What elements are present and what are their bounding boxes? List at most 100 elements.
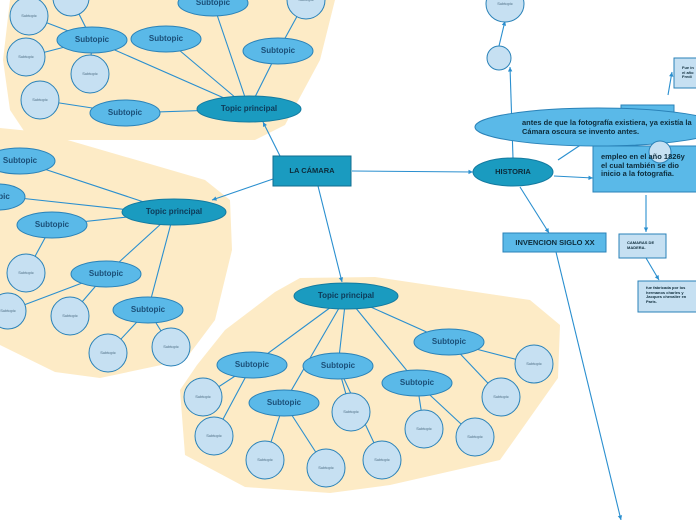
subsubtopic-node[interactable] bbox=[70, 54, 110, 94]
history-detail-box[interactable] bbox=[592, 145, 696, 193]
subsubtopic-node[interactable] bbox=[245, 440, 285, 480]
subsubtopic-label: Subtopic bbox=[467, 434, 483, 439]
right-note-text: Fue in el año Fredi bbox=[682, 66, 694, 80]
subtopic-label: Subtopic bbox=[432, 337, 467, 346]
subsubtopic-node[interactable] bbox=[183, 377, 223, 417]
subtopic-label: pic bbox=[0, 192, 10, 201]
subtopic-label: Subtopic bbox=[321, 361, 356, 370]
subtopic-node[interactable] bbox=[177, 0, 249, 17]
subsubtopic-label: Subtopic bbox=[62, 313, 78, 318]
connector-line bbox=[147, 211, 175, 311]
historia-label: HISTORIA bbox=[495, 167, 531, 176]
connector-arrowhead bbox=[643, 227, 649, 232]
subtopic-node[interactable] bbox=[56, 26, 128, 54]
topic-label: Topic principal bbox=[146, 207, 202, 216]
subtopic-node[interactable] bbox=[0, 147, 56, 175]
subsubtopic-node[interactable] bbox=[6, 37, 46, 77]
subsubtopic-node[interactable] bbox=[194, 416, 234, 456]
empty-node[interactable] bbox=[486, 45, 512, 71]
subsubtopic-node[interactable] bbox=[6, 253, 46, 293]
subsubtopic-node[interactable] bbox=[9, 0, 49, 36]
subsubtopic-label: Subtopic bbox=[416, 426, 432, 431]
subsubtopic-label: Subtopic bbox=[82, 71, 98, 76]
subsubtopic-label: Subtopic bbox=[343, 409, 359, 414]
connector-line bbox=[317, 185, 343, 283]
camaras-madera-text: CAMARAS DE MADERA. bbox=[627, 240, 655, 250]
subsubtopic-node[interactable] bbox=[485, 0, 525, 23]
connector-arrowhead bbox=[654, 275, 659, 280]
right-note-box[interactable] bbox=[673, 57, 696, 89]
subtopic-label: Subtopic bbox=[108, 108, 143, 117]
historia-node[interactable] bbox=[472, 157, 554, 187]
subsubtopic-node[interactable] bbox=[481, 377, 521, 417]
subtopic-node[interactable] bbox=[216, 351, 288, 379]
subsubtopic-label: Subtopic bbox=[374, 457, 390, 462]
subtopic-node[interactable] bbox=[242, 37, 314, 65]
subsubtopic-node[interactable] bbox=[50, 296, 90, 336]
subsubtopic-node[interactable] bbox=[151, 327, 191, 367]
subtopic-node[interactable] bbox=[130, 25, 202, 53]
subtopic-node[interactable] bbox=[70, 260, 142, 288]
subsubtopic-node[interactable] bbox=[306, 448, 346, 488]
subsubtopic-label: Subtopic bbox=[257, 457, 273, 462]
subtopic-node[interactable] bbox=[381, 369, 453, 397]
empty-node[interactable] bbox=[648, 140, 672, 164]
connector-line bbox=[211, 178, 274, 201]
subsubtopic-node[interactable] bbox=[286, 0, 326, 20]
subtopic-label: Subtopic bbox=[131, 305, 166, 314]
subsubtopic-node[interactable] bbox=[20, 80, 60, 120]
topic-node[interactable] bbox=[121, 198, 227, 226]
connector-line bbox=[262, 121, 281, 157]
subtopic-label: Subtopic bbox=[261, 46, 296, 55]
subtopic-node[interactable] bbox=[248, 389, 320, 417]
subsubtopic-label: Subtopic bbox=[526, 361, 542, 366]
subsubtopic-node[interactable] bbox=[514, 344, 554, 384]
oval-history-text: antes de que la fotografía existiera, ya… bbox=[522, 118, 692, 136]
subtopic-node[interactable] bbox=[0, 183, 26, 211]
invencion-node[interactable] bbox=[502, 232, 607, 253]
connector-line bbox=[553, 175, 594, 179]
subtopic-label: Subtopic bbox=[75, 35, 110, 44]
subtopic-node[interactable] bbox=[413, 328, 485, 356]
subsubtopic-node[interactable] bbox=[0, 292, 27, 330]
subsubtopic-label: Subtopic bbox=[195, 394, 211, 399]
subsubtopic-label: Subtopic bbox=[497, 1, 513, 6]
subtopic-label: Subtopic bbox=[235, 360, 270, 369]
subsubtopic-label: Subtopic bbox=[18, 270, 34, 275]
connector-arrowhead bbox=[588, 175, 593, 180]
subsubtopic-node[interactable] bbox=[455, 417, 495, 457]
history-box-text: empleo en el año 1826y el cual también s… bbox=[601, 152, 685, 179]
subsubtopic-label: Subtopic bbox=[298, 0, 314, 2]
subtopic-node[interactable] bbox=[302, 352, 374, 380]
central-label: LA CÁMARA bbox=[289, 166, 335, 175]
subtopic-label: Subtopic bbox=[196, 0, 231, 7]
subsubtopic-node[interactable] bbox=[404, 409, 444, 449]
subtopic-label: Subtopic bbox=[149, 34, 184, 43]
topic-node[interactable] bbox=[293, 282, 399, 310]
subtopic-node[interactable] bbox=[89, 99, 161, 127]
subsubtopic-label: Subtopic bbox=[318, 465, 334, 470]
subtopic-node[interactable] bbox=[16, 211, 88, 239]
camaras-madera-box[interactable] bbox=[618, 233, 667, 259]
subtopic-label: Subtopic bbox=[89, 269, 124, 278]
connector-line bbox=[351, 170, 474, 173]
subsubtopic-node[interactable] bbox=[52, 0, 90, 17]
subtopic-node[interactable] bbox=[112, 296, 184, 324]
hermanos-chevalier-text: fue fabricada por los hermanos charles y… bbox=[646, 285, 687, 304]
connector-arrowhead bbox=[544, 228, 549, 233]
subsubtopic-label: Subtopic bbox=[493, 394, 509, 399]
invencion-label: INVENCION SIGLO XX bbox=[515, 238, 594, 247]
connector-line bbox=[345, 295, 418, 384]
subsubtopic-label: Subtopic bbox=[163, 344, 179, 349]
subsubtopic-node[interactable] bbox=[362, 440, 402, 480]
subsubtopic-node[interactable] bbox=[331, 392, 371, 432]
subsubtopic-label: Subtopic bbox=[206, 433, 222, 438]
topic-label: Topic principal bbox=[318, 291, 374, 300]
topic-node[interactable] bbox=[196, 95, 302, 123]
subsubtopic-node[interactable] bbox=[88, 333, 128, 373]
hermanos-chevalier-box[interactable] bbox=[637, 280, 696, 313]
central-node[interactable] bbox=[272, 155, 352, 187]
topic-label: Topic principal bbox=[221, 104, 277, 113]
connector-line bbox=[555, 251, 622, 520]
